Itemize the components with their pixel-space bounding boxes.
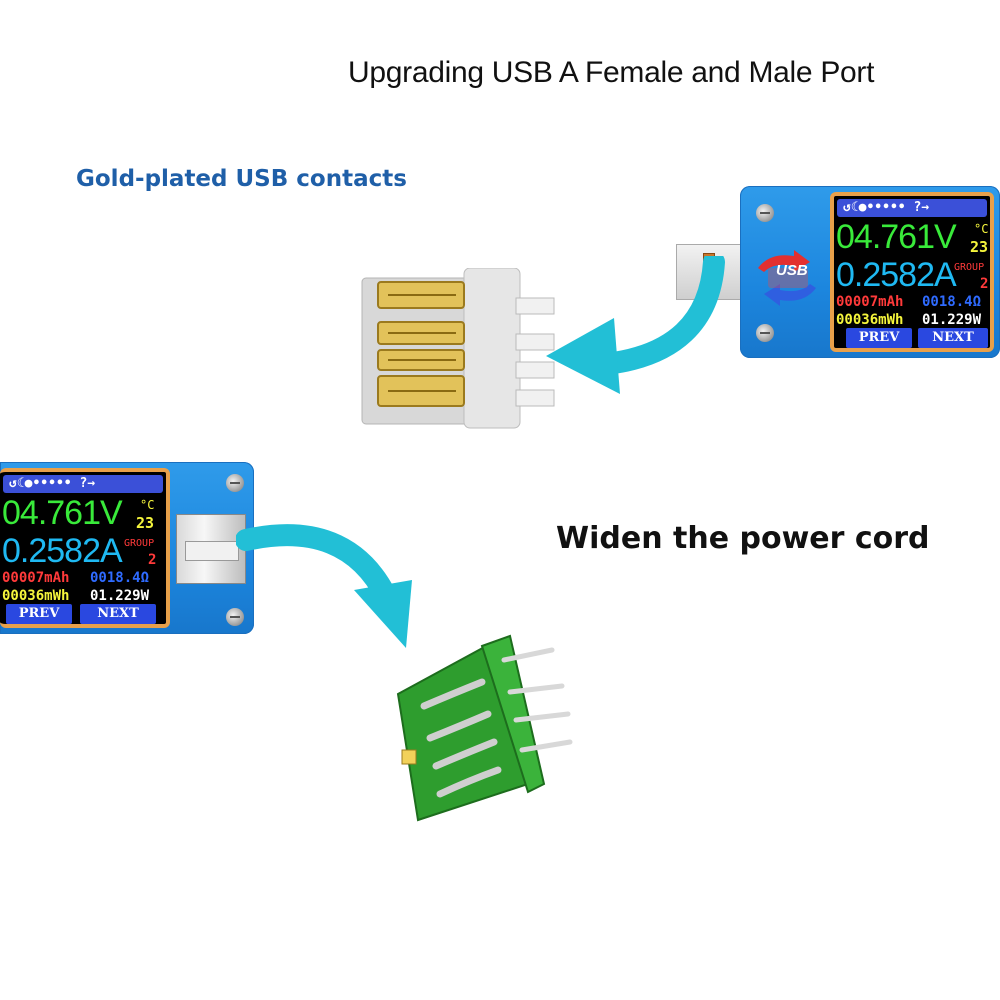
- usb-logo-icon: [758, 250, 816, 306]
- gold-plated-connector: [361, 268, 555, 429]
- usb-logo-text: USB: [776, 262, 808, 279]
- prev-button[interactable]: PREV: [846, 328, 912, 348]
- screw-icon: [756, 324, 774, 342]
- temp-unit: °C: [974, 222, 989, 236]
- group-label: GROUP: [954, 262, 985, 273]
- status-bar: ↺☾●••••• ?→: [837, 199, 987, 217]
- resistance-readout: 0018.4Ω: [922, 294, 982, 310]
- next-button[interactable]: NEXT: [80, 604, 156, 624]
- resistance-readout: 0018.4Ω: [90, 570, 150, 586]
- group-label: GROUP: [124, 538, 155, 549]
- temp-unit: °C: [140, 498, 155, 512]
- page-title: Upgrading USB A Female and Male Port: [348, 56, 875, 89]
- prev-button[interactable]: PREV: [6, 604, 72, 624]
- power-readout: 01.229W: [90, 588, 150, 604]
- meter-screen: ↺☾●••••• ?→ 04.761V °C 23 0.2582A GROUP …: [830, 192, 994, 352]
- voltage-readout: 04.761V: [836, 218, 957, 256]
- meter-screen: ↺☾●••••• ?→ 04.761V °C 23 0.2582A GROUP …: [0, 468, 170, 628]
- current-readout: 0.2582A: [836, 256, 957, 294]
- energy-readout: 00036mWh: [2, 588, 70, 604]
- temperature-value: 23: [970, 238, 989, 256]
- usb-female-port: [176, 514, 246, 584]
- current-readout: 0.2582A: [2, 532, 123, 570]
- green-power-connector: [396, 634, 573, 822]
- screw-icon: [756, 204, 774, 222]
- next-button[interactable]: NEXT: [918, 328, 988, 348]
- energy-readout: 00036mWh: [836, 312, 904, 328]
- group-value: 2: [980, 276, 989, 292]
- power-readout: 01.229W: [922, 312, 982, 328]
- port-tongue: [185, 541, 239, 561]
- gold-contacts-caption: Gold-plated USB contacts: [76, 166, 407, 192]
- group-value: 2: [148, 552, 157, 568]
- screw-icon: [226, 608, 244, 626]
- capacity-readout: 00007mAh: [2, 570, 70, 586]
- status-bar: ↺☾●••••• ?→: [3, 475, 163, 493]
- arrow-icon: [236, 524, 412, 648]
- screw-icon: [226, 474, 244, 492]
- usb-female-meter: ↺☾●••••• ?→ 04.761V °C 23 0.2582A GROUP …: [0, 462, 254, 634]
- usb-male-meter: USB ↺☾●••••• ?→ 04.761V °C 23 0.2582A GR…: [676, 186, 1000, 358]
- arrow-icon: [546, 256, 725, 394]
- temperature-value: 23: [136, 514, 155, 532]
- capacity-readout: 00007mAh: [836, 294, 904, 310]
- voltage-readout: 04.761V: [2, 494, 123, 532]
- widen-power-cord-caption: Widen the power cord: [556, 521, 930, 556]
